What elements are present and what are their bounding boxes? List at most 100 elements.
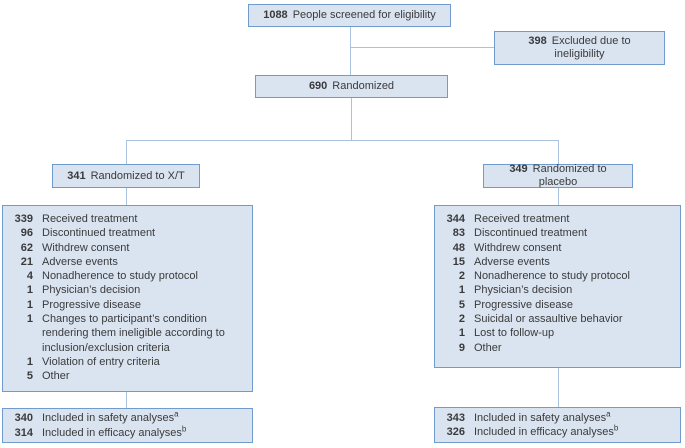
- item-count: 15: [452, 255, 465, 268]
- footnote-marker: a: [606, 409, 611, 419]
- flow-list-item: 340 Included in safety analysesa: [10, 409, 248, 425]
- excluded-box: 398 Excluded due to ineligibility: [494, 31, 665, 65]
- xt-analyses-box: 340 Included in safety analysesa 314 Includ…: [2, 408, 253, 443]
- item-count: 344: [446, 213, 465, 225]
- randomized-box: 690 Randomized: [255, 75, 448, 98]
- item-count: 1: [26, 284, 33, 297]
- excluded-count: 398: [528, 35, 547, 47]
- flow-list-item: 5 Progressive disease: [442, 298, 676, 312]
- item-label: Physician’s decision: [474, 284, 573, 297]
- connector-branch-horizontal: [126, 140, 558, 141]
- flow-list-item: 343 Included in safety analysesa: [442, 409, 676, 425]
- flow-list-item: 62 Withdrew consent: [10, 241, 248, 255]
- arm-xt-box: 341 Randomized to X/T: [52, 164, 200, 188]
- connector-xt-arm-to-detail: [126, 188, 127, 205]
- item-label: Progressive disease: [474, 298, 574, 311]
- item-label: Physician’s decision: [42, 284, 141, 297]
- item-count: 4: [26, 270, 33, 283]
- placebo-analyses-box: 343 Included in safety analysesa 326 Includ…: [434, 407, 681, 443]
- connector-to-excluded: [350, 47, 494, 48]
- flow-list-item: 5 Other: [10, 369, 248, 383]
- item-count: 1: [458, 327, 465, 340]
- item-count: 314: [14, 426, 33, 439]
- flow-list-item: 326 Included in efficacy analysesb: [442, 423, 676, 439]
- arm-xt-count: 341: [67, 169, 86, 182]
- item-count: 21: [20, 255, 33, 268]
- footnote-marker: b: [613, 423, 619, 433]
- arm-placebo-label: Randomized to placebo: [532, 163, 607, 188]
- arm-placebo-box: 349 Randomized to placebo: [483, 163, 633, 188]
- item-count: 343: [446, 411, 465, 424]
- flow-list-item: 96 Discontinued treatment: [10, 226, 248, 240]
- flow-list-item: 48 Withdrew consent: [442, 241, 676, 255]
- item-label: Included in safety analysesa: [42, 409, 179, 425]
- item-label: Included in efficacy analysesb: [474, 423, 619, 438]
- randomized-count: 690: [308, 80, 328, 92]
- item-label: Violation of entry criteria: [42, 355, 160, 368]
- item-count: 340: [14, 412, 33, 425]
- screened-box: 1088 People screened for eligibility: [248, 4, 451, 27]
- item-count: 326: [446, 426, 465, 438]
- flow-list-item: 1 Violation of entry criteria: [10, 355, 248, 369]
- item-count: 96: [20, 227, 33, 240]
- item-label: Discontinued treatment: [42, 227, 156, 240]
- flow-list-item: 1 Lost to follow-up: [442, 326, 676, 340]
- screened-count: 1088: [263, 9, 288, 21]
- item-count: 339: [14, 213, 33, 225]
- randomized-label: Randomized: [332, 80, 395, 92]
- arm-placebo-count: 349: [509, 163, 528, 175]
- flow-list-item: 1 Physician’s decision: [442, 283, 676, 297]
- item-label: Adverse events: [42, 255, 118, 268]
- flow-list-item: 9 Other: [442, 341, 676, 355]
- item-label: Changes to participant’s condition rende…: [42, 313, 225, 354]
- item-count: 1: [26, 355, 33, 368]
- item-count: 1: [458, 284, 465, 297]
- connector-xt-detail-to-analyses: [126, 392, 127, 408]
- item-label: Discontinued treatment: [474, 227, 588, 240]
- flow-list-item: 344 Received treatment: [442, 212, 676, 226]
- item-label: Included in efficacy analysesb: [42, 423, 187, 439]
- connector-screened-to-randomized: [350, 27, 351, 75]
- item-label: Progressive disease: [42, 298, 142, 311]
- placebo-detail-box: 344 Received treatment 83 Discontinued trea…: [434, 205, 681, 368]
- item-count: 48: [452, 241, 465, 254]
- item-count: 5: [458, 298, 465, 311]
- item-label: Received treatment: [474, 213, 570, 225]
- item-label: Withdrew consent: [42, 241, 130, 254]
- item-count: 83: [452, 227, 465, 240]
- connector-randomized-down: [351, 98, 352, 140]
- item-label: Nonadherence to study protocol: [474, 270, 630, 283]
- item-label: Lost to follow-up: [474, 327, 555, 340]
- flow-list-item: 4 Nonadherence to study protocol: [10, 269, 248, 283]
- connector-branch-left-drop: [126, 140, 127, 164]
- item-label: Nonadherence to study protocol: [42, 270, 198, 283]
- item-count: 9: [458, 341, 465, 354]
- item-label: Withdrew consent: [474, 241, 562, 254]
- item-label: Other: [42, 370, 70, 383]
- item-count: 1: [26, 298, 33, 311]
- flow-list-item: 15 Adverse events: [442, 255, 676, 269]
- flow-list-item: 2 Nonadherence to study protocol: [442, 269, 676, 283]
- footnote-marker: b: [181, 423, 187, 433]
- item-label: Included in safety analysesa: [474, 409, 611, 424]
- item-label: Received treatment: [42, 213, 138, 225]
- item-count: 1: [26, 313, 33, 326]
- flow-list-item: 83 Discontinued treatment: [442, 226, 676, 240]
- excluded-label: Excluded due to ineligibility: [551, 35, 631, 60]
- flow-list-item: 1 Changes to participant’s condition rend…: [10, 312, 248, 355]
- item-count: 2: [458, 270, 465, 283]
- connector-placebo-detail-to-analyses: [558, 368, 559, 407]
- item-label: Other: [474, 341, 502, 354]
- item-count: 62: [20, 241, 33, 254]
- arm-xt-label: Randomized to X/T: [90, 169, 185, 182]
- screened-label: People screened for eligibility: [292, 9, 436, 21]
- flow-list-item: 21 Adverse events: [10, 255, 248, 269]
- flow-list-item: 339 Received treatment: [10, 212, 248, 226]
- item-label: Adverse events: [474, 255, 550, 268]
- item-count: 2: [458, 313, 465, 326]
- item-count: 5: [26, 370, 33, 383]
- item-label: Suicidal or assaultive behavior: [474, 313, 623, 326]
- connector-placebo-arm-to-detail: [558, 188, 559, 205]
- footnote-marker: a: [174, 409, 179, 419]
